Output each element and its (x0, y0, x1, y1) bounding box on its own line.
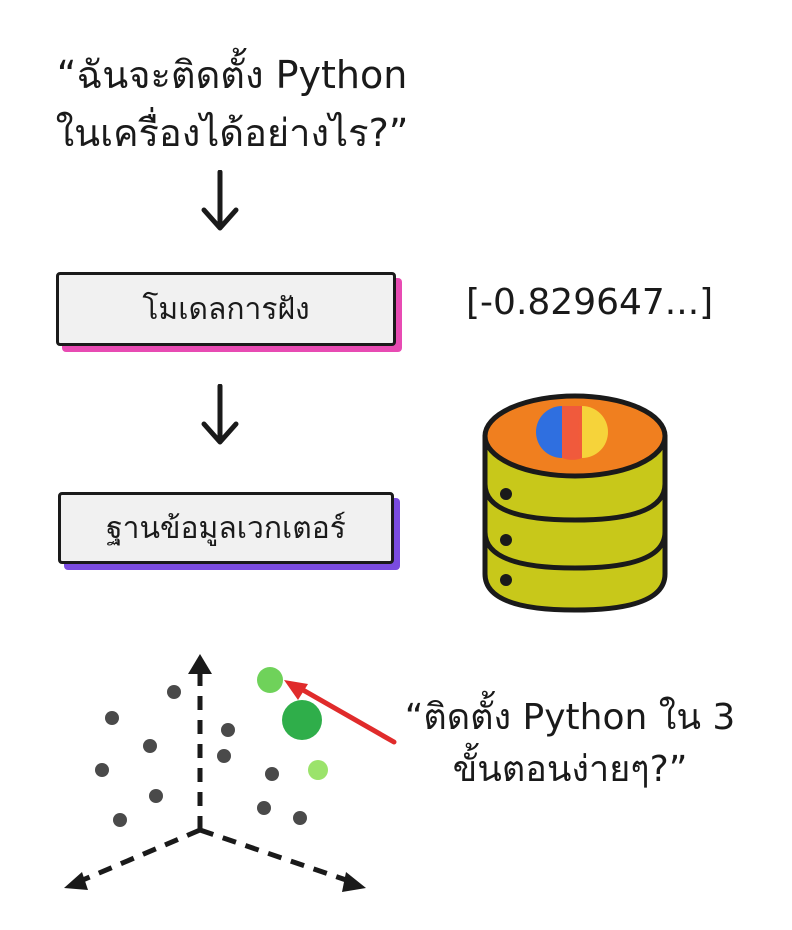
arrow-down-icon (201, 384, 239, 445)
embedding-model-label: โมเดลการฝัง (142, 291, 310, 327)
embedding-vector: [-0.829647...] (466, 282, 714, 323)
query-quote: “ฉันจะติดตั้ง Python ในเครื่องได้อย่างไร… (0, 46, 464, 162)
answer-line-2: ขั้นตอนง่ายๆ?” (452, 749, 688, 790)
answer-quote: “ติดตั้ง Python ใน 3 ขั้นตอนง่ายๆ?” (380, 692, 760, 796)
answer-line-1: “ติดตั้ง Python ใน 3 (404, 697, 736, 738)
embedding-space-plot (64, 654, 366, 892)
arrow-down-icon (201, 170, 239, 231)
vector-database-label: ฐานข้อมูลเวกเตอร์ (106, 510, 346, 546)
logo-icon (536, 406, 608, 460)
database-icon (482, 393, 668, 613)
embedding-model-box: โมเดลการฝัง (56, 272, 396, 346)
query-line-1: “ฉันจะติดตั้ง Python (56, 53, 408, 97)
red-arrow-icon (284, 680, 397, 745)
vector-database-box: ฐานข้อมูลเวกเตอร์ (58, 492, 394, 564)
query-line-2: ในเครื่องได้อย่างไร?” (55, 111, 409, 155)
